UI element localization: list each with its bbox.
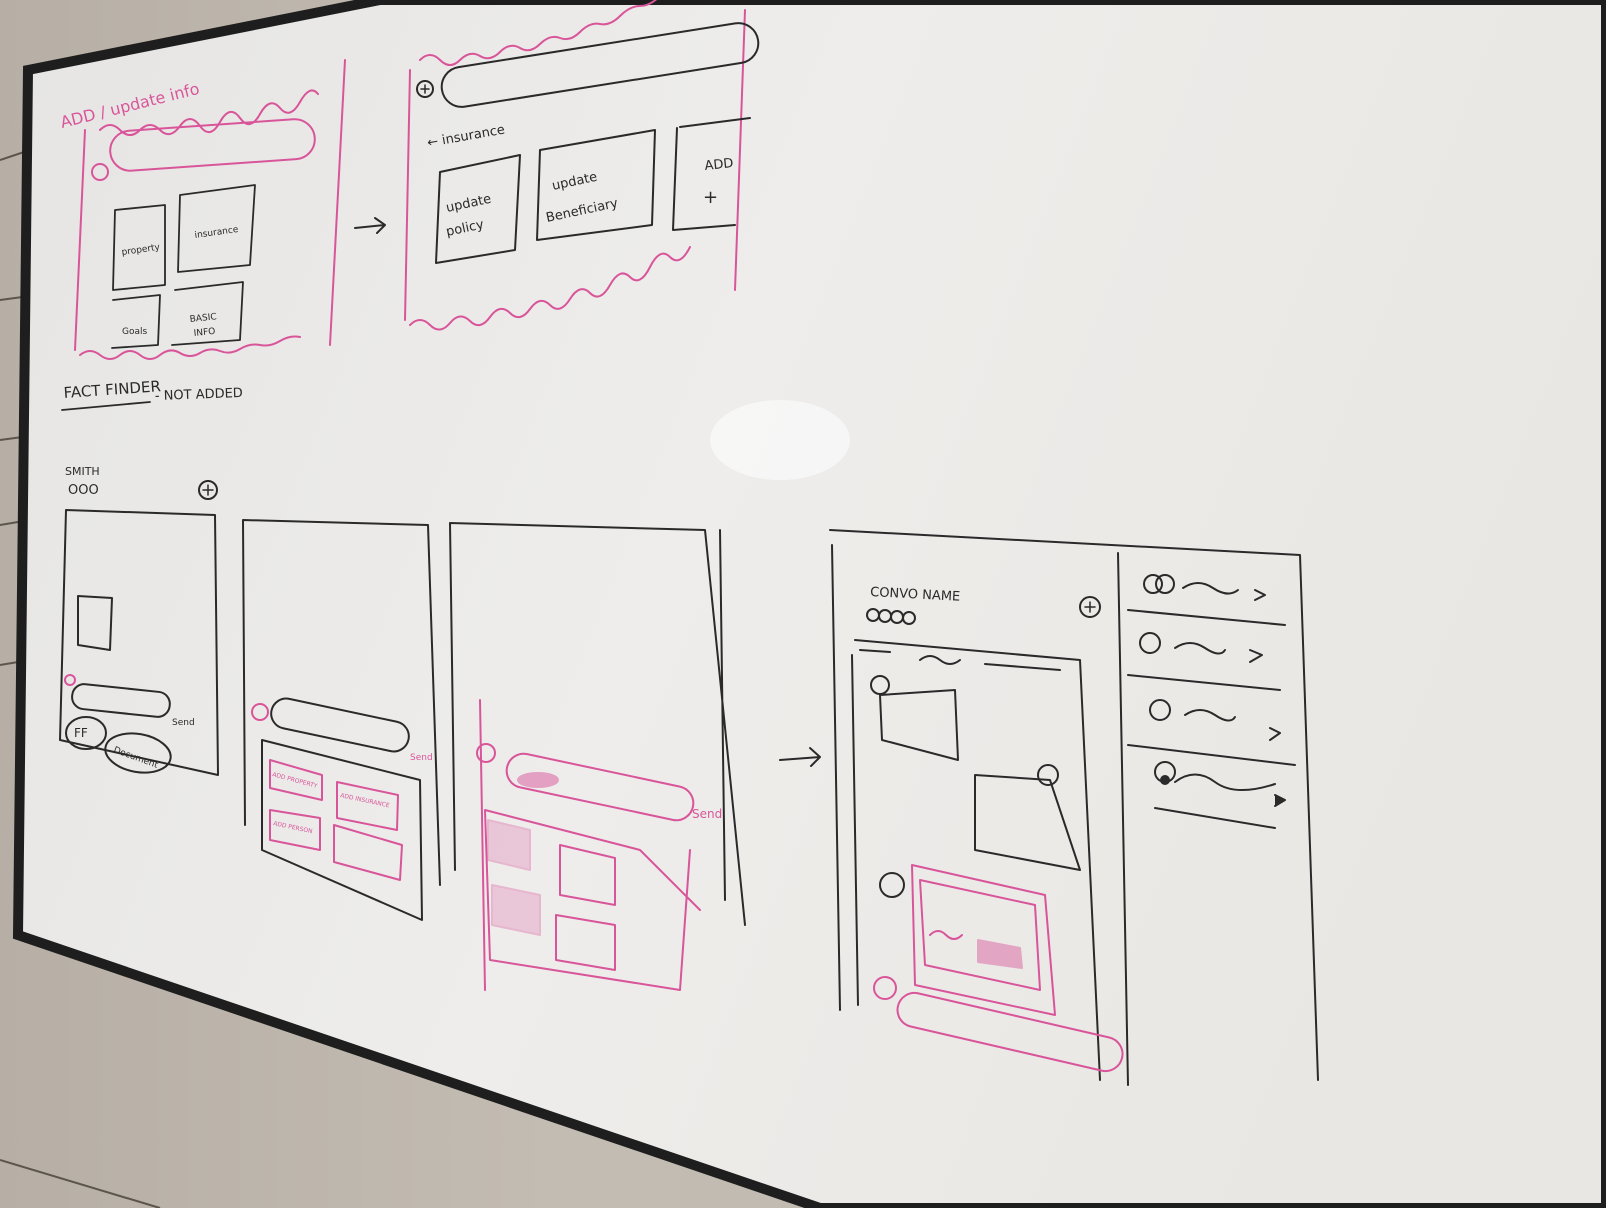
add-circle-icon-3	[1079, 596, 1101, 618]
screen-3	[449, 522, 746, 926]
sketch-tiles-black	[111, 184, 256, 349]
label-convo-name: CONVO NAME	[870, 585, 961, 605]
label-info: INFO	[193, 327, 216, 339]
sketch-add-update-info	[74, 59, 346, 360]
fact-finder-underline	[61, 401, 151, 411]
label-goals: Goals	[122, 327, 147, 337]
label-send-3: Send	[692, 807, 722, 821]
label-not-added: - NOT ADDED	[155, 386, 243, 404]
arrow-right-2	[779, 747, 821, 767]
label-plus: +	[703, 187, 718, 208]
tile-add-person	[269, 809, 321, 851]
sketch-insurance	[404, 0, 746, 331]
screen-convo	[829, 529, 1319, 1086]
message-input-3	[505, 752, 695, 822]
label-send-2: Send	[410, 753, 433, 763]
message-input-4	[896, 991, 1124, 1073]
label-send-1: Send	[172, 718, 195, 728]
image-placeholder	[77, 595, 113, 651]
screen-3-pink	[476, 699, 701, 991]
arrow-right-1	[354, 217, 386, 234]
tile-update-beneficiary	[536, 129, 656, 241]
tile-add	[672, 117, 751, 231]
label-add: ADD	[704, 156, 734, 174]
tile-update-policy	[435, 154, 521, 264]
tile-add-property	[269, 759, 323, 801]
search-bar-insurance	[440, 22, 760, 108]
message-bubble-1	[879, 689, 959, 761]
ff-pill	[65, 716, 107, 750]
screen-convo-pink	[873, 864, 1124, 1073]
message-bubble-2	[974, 774, 1081, 871]
tile-add-insurance	[336, 781, 399, 831]
screen-2	[242, 519, 441, 921]
light-glare	[710, 400, 850, 480]
label-smith: SMITH	[65, 465, 100, 478]
label-smith-dots: OOO	[68, 483, 99, 498]
add-circle-icon-2	[198, 480, 218, 500]
document-pill	[104, 732, 172, 774]
screen-smith	[59, 480, 219, 776]
label-ff: FF	[74, 726, 88, 740]
message-input-1	[71, 683, 171, 718]
message-input-2	[270, 697, 410, 753]
convo-list	[1127, 574, 1296, 829]
screen-2-pink	[251, 703, 403, 881]
message-bubble-3	[911, 864, 1056, 1016]
label-basic: BASIC	[189, 312, 217, 325]
board-surface	[12, 0, 1606, 1208]
add-circle-icon	[416, 80, 434, 98]
